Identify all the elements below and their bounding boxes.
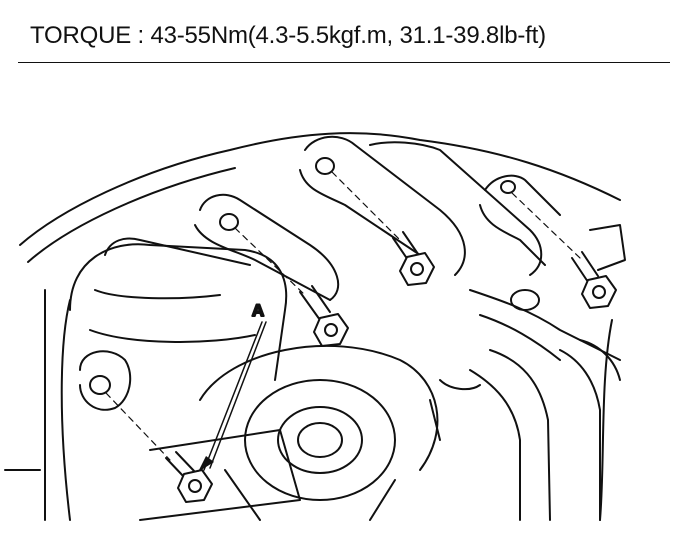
illustration-svg: A — [4, 132, 626, 521]
mount-bracket-illustration: A — [0, 70, 688, 540]
transaxle-casting — [69, 237, 288, 381]
bolt-hole — [315, 157, 335, 175]
callout-label-a: A — [252, 301, 264, 320]
bolt-hole — [89, 375, 111, 395]
bracket-arms — [194, 135, 561, 301]
torque-spec-text: TORQUE : 43-55Nm(4.3-5.5kgf.m, 31.1-39.8… — [30, 22, 546, 49]
bolt — [571, 251, 617, 309]
bolt — [165, 451, 213, 503]
bolt — [392, 231, 435, 286]
torque-spec-header: TORQUE : 43-55Nm(4.3-5.5kgf.m, 31.1-39.8… — [18, 0, 670, 63]
hoses-and-pipes — [429, 224, 626, 521]
bolt — [299, 285, 349, 347]
bolt-hole — [219, 213, 239, 231]
housing-outline — [4, 132, 621, 521]
alignment-lines — [105, 171, 581, 461]
callout-leaders — [198, 321, 267, 472]
bolt-holes — [79, 157, 516, 411]
bolt-hole — [500, 180, 516, 194]
